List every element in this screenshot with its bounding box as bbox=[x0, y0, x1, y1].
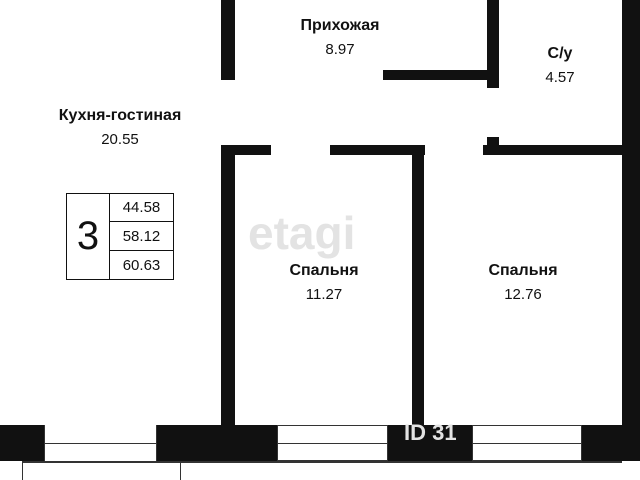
room-name: Кухня-гостиная bbox=[58, 107, 182, 124]
total-area-with-balcony: 60.63 bbox=[122, 257, 161, 274]
wall-bedroom1-left bbox=[221, 145, 235, 425]
room-count: 3 bbox=[67, 194, 110, 279]
room-area: 12.76 bbox=[504, 286, 542, 303]
window-kitchen bbox=[44, 425, 157, 461]
area-summary-box: 3 44.58 58.12 60.63 bbox=[66, 193, 174, 280]
room-area: 11.27 bbox=[305, 286, 343, 303]
room-name: Спальня bbox=[289, 262, 359, 279]
wall-bottom-left bbox=[0, 425, 44, 461]
wall-bedroom1-top-right bbox=[330, 145, 425, 155]
room-area: 8.97 bbox=[325, 41, 355, 58]
room-kitchen-living: Кухня-гостиная 20.55 bbox=[20, 106, 220, 150]
room-name: Прихожая bbox=[300, 17, 380, 34]
wall-bedroom2-top bbox=[483, 145, 625, 155]
wall-bottom-right bbox=[582, 425, 640, 461]
wall-bedroom1-top-left bbox=[221, 145, 271, 155]
room-hallway: Прихожая 8.97 bbox=[260, 16, 420, 60]
room-bathroom: С/у 4.57 bbox=[510, 44, 610, 88]
window-bedroom-1 bbox=[277, 425, 388, 461]
balcony-line-right bbox=[180, 461, 181, 480]
living-area: 44.58 bbox=[110, 194, 173, 222]
wall-bedroom-divider bbox=[412, 145, 424, 425]
balcony-line-left bbox=[22, 461, 23, 480]
wall-hallway-bottom bbox=[383, 70, 499, 80]
room-area: 20.55 bbox=[101, 131, 139, 148]
room-bedroom-1: Спальня 11.27 bbox=[236, 261, 412, 305]
wall-bathroom-door-post bbox=[487, 137, 499, 147]
room-name: Спальня bbox=[488, 262, 558, 279]
wall-bottom-middle bbox=[157, 425, 277, 461]
watermark-brand: etagi bbox=[248, 207, 356, 259]
total-area: 58.12 bbox=[110, 223, 173, 251]
wall-bottom-between-windows bbox=[388, 425, 472, 461]
wall-right bbox=[622, 0, 640, 460]
room-bedroom-2: Спальня 12.76 bbox=[424, 261, 622, 305]
room-name: С/у bbox=[547, 45, 573, 62]
wall-hallway-left bbox=[221, 0, 235, 80]
window-bedroom-2 bbox=[472, 425, 582, 461]
watermark-listing-id: ID 31 bbox=[404, 420, 457, 445]
room-area: 4.57 bbox=[545, 69, 575, 86]
wall-hallway-right bbox=[487, 0, 499, 88]
balcony-top-line bbox=[22, 461, 622, 463]
